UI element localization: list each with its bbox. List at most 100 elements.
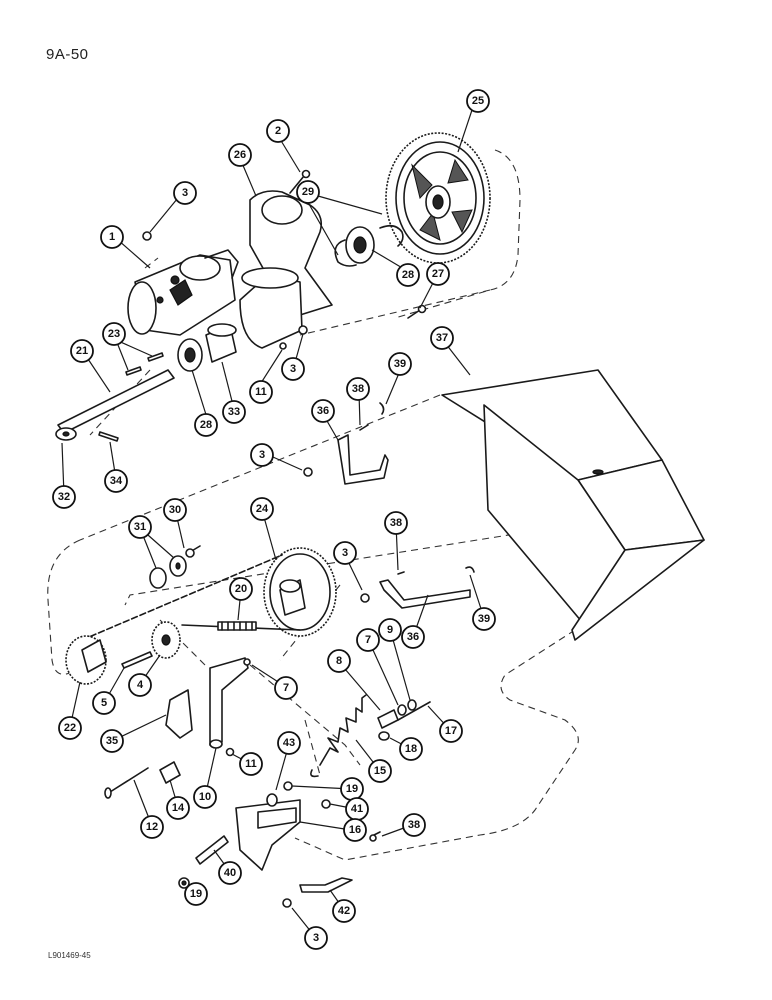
callout-number: 34 <box>110 475 123 487</box>
callout-bubble: 7 <box>356 628 380 652</box>
callout-number: 27 <box>432 268 444 280</box>
callout-number: 5 <box>101 697 107 709</box>
callout-bubble: 40 <box>218 861 242 885</box>
callout-number: 7 <box>365 634 371 646</box>
callout-number: 38 <box>352 383 364 395</box>
callout-bubble: 9 <box>378 618 402 642</box>
callout-bubble: 28 <box>194 413 218 437</box>
upper-fasteners <box>142 169 427 350</box>
callout-bubble: 35 <box>100 729 124 753</box>
callout-number: 8 <box>336 655 342 667</box>
callout-number: 39 <box>394 358 406 370</box>
callout-bubble: 7 <box>274 676 298 700</box>
callout-bubble: 11 <box>239 752 263 776</box>
callout-number: 36 <box>407 631 419 643</box>
callout-bubble: 30 <box>163 498 187 522</box>
callout-number: 19 <box>190 888 202 900</box>
callout-number: 3 <box>259 449 265 461</box>
callout-number: 43 <box>283 737 295 749</box>
callout-number: 25 <box>472 95 484 107</box>
callout-number: 38 <box>408 819 420 831</box>
callout-number: 28 <box>200 419 212 431</box>
callout-bubble: 15 <box>368 759 392 783</box>
callout-number: 9 <box>387 624 393 636</box>
small-sprockets <box>65 621 181 685</box>
callout-number: 3 <box>342 547 348 559</box>
callout-number: 41 <box>351 803 363 815</box>
callout-bubble: 38 <box>384 511 408 535</box>
callout-bubble: 8 <box>327 649 351 673</box>
spring-anchor-hardware <box>377 699 431 741</box>
callout-bubble: 1 <box>100 225 124 249</box>
callout-bubble: 17 <box>439 719 463 743</box>
callout-number: 30 <box>169 504 181 516</box>
assembly-guide-lines <box>47 149 579 861</box>
callout-bubble: 22 <box>58 716 82 740</box>
callout-bubble: 36 <box>401 625 425 649</box>
callout-bubble: 16 <box>343 818 367 842</box>
callout-bubble: 24 <box>250 497 274 521</box>
callout-number: 17 <box>445 725 457 737</box>
callout-number: 19 <box>346 783 358 795</box>
drive-chain-part <box>81 554 301 641</box>
callout-bubble: 14 <box>166 796 190 820</box>
callout-number: 14 <box>172 802 185 814</box>
upper-bearing-part <box>334 224 404 267</box>
callout-number: 24 <box>256 503 269 515</box>
callout-number: 35 <box>106 735 118 747</box>
callout-bubble: 26 <box>228 143 252 167</box>
lower-pin-parts <box>178 835 229 889</box>
callout-number: 38 <box>390 517 402 529</box>
callout-bubble: 4 <box>128 673 152 697</box>
callout-number: 3 <box>182 187 188 199</box>
callout-bubble: 43 <box>277 731 301 755</box>
callout-number: 10 <box>199 791 211 803</box>
callout-bubble: 3 <box>250 443 274 467</box>
callout-bubble: 21 <box>70 339 94 363</box>
callout-number: 20 <box>235 583 247 595</box>
callout-number: 11 <box>255 386 267 398</box>
motor-bracket-part <box>239 190 333 349</box>
callout-bubbles: 25 2 26 3 29 1 28 27 23 37 21 11 3 39 38… <box>52 89 496 950</box>
callout-number: 3 <box>313 932 319 944</box>
callout-bubble: 31 <box>128 515 152 539</box>
callout-number: 1 <box>109 231 115 243</box>
callout-bubble: 10 <box>193 785 217 809</box>
callout-number: 37 <box>436 332 448 344</box>
callout-number: 2 <box>275 125 281 137</box>
callout-number: 23 <box>108 328 120 340</box>
callout-bubble: 37 <box>430 326 454 350</box>
lower-mount-bracket <box>235 781 381 871</box>
callout-number: 42 <box>338 905 350 917</box>
callout-bubble: 27 <box>426 262 450 286</box>
callout-bubble: 2 <box>266 119 290 143</box>
callout-number: 4 <box>137 679 144 691</box>
chain-cover-part <box>441 369 705 641</box>
drive-shaft-part <box>55 352 175 442</box>
callout-bubble: 39 <box>472 607 496 631</box>
upper-support-bracket <box>303 402 389 485</box>
callout-bubble: 34 <box>104 469 128 493</box>
callout-bubble: 12 <box>140 815 164 839</box>
page-number-label: 9A-50 <box>46 46 89 63</box>
callout-number: 3 <box>290 363 296 375</box>
callout-number: 15 <box>374 765 386 777</box>
sprocket-washers <box>149 545 370 603</box>
callout-bubble: 23 <box>102 322 126 346</box>
callout-bubble: 3 <box>281 357 305 381</box>
callout-number: 11 <box>245 758 257 770</box>
callout-number: 40 <box>224 867 236 879</box>
callout-number: 29 <box>302 186 314 198</box>
callout-bubble: 36 <box>311 399 335 423</box>
callout-number: 22 <box>64 722 76 734</box>
callout-bubble: 41 <box>345 797 369 821</box>
callout-bubble: 3 <box>304 926 328 950</box>
callout-number: 28 <box>402 269 414 281</box>
callout-number: 26 <box>234 149 246 161</box>
callout-number: 36 <box>317 405 329 417</box>
callout-bubble: 28 <box>396 263 420 287</box>
callout-bubble: 3 <box>173 181 197 205</box>
callout-bubble: 18 <box>399 737 423 761</box>
callout-bubble: 39 <box>388 352 412 376</box>
